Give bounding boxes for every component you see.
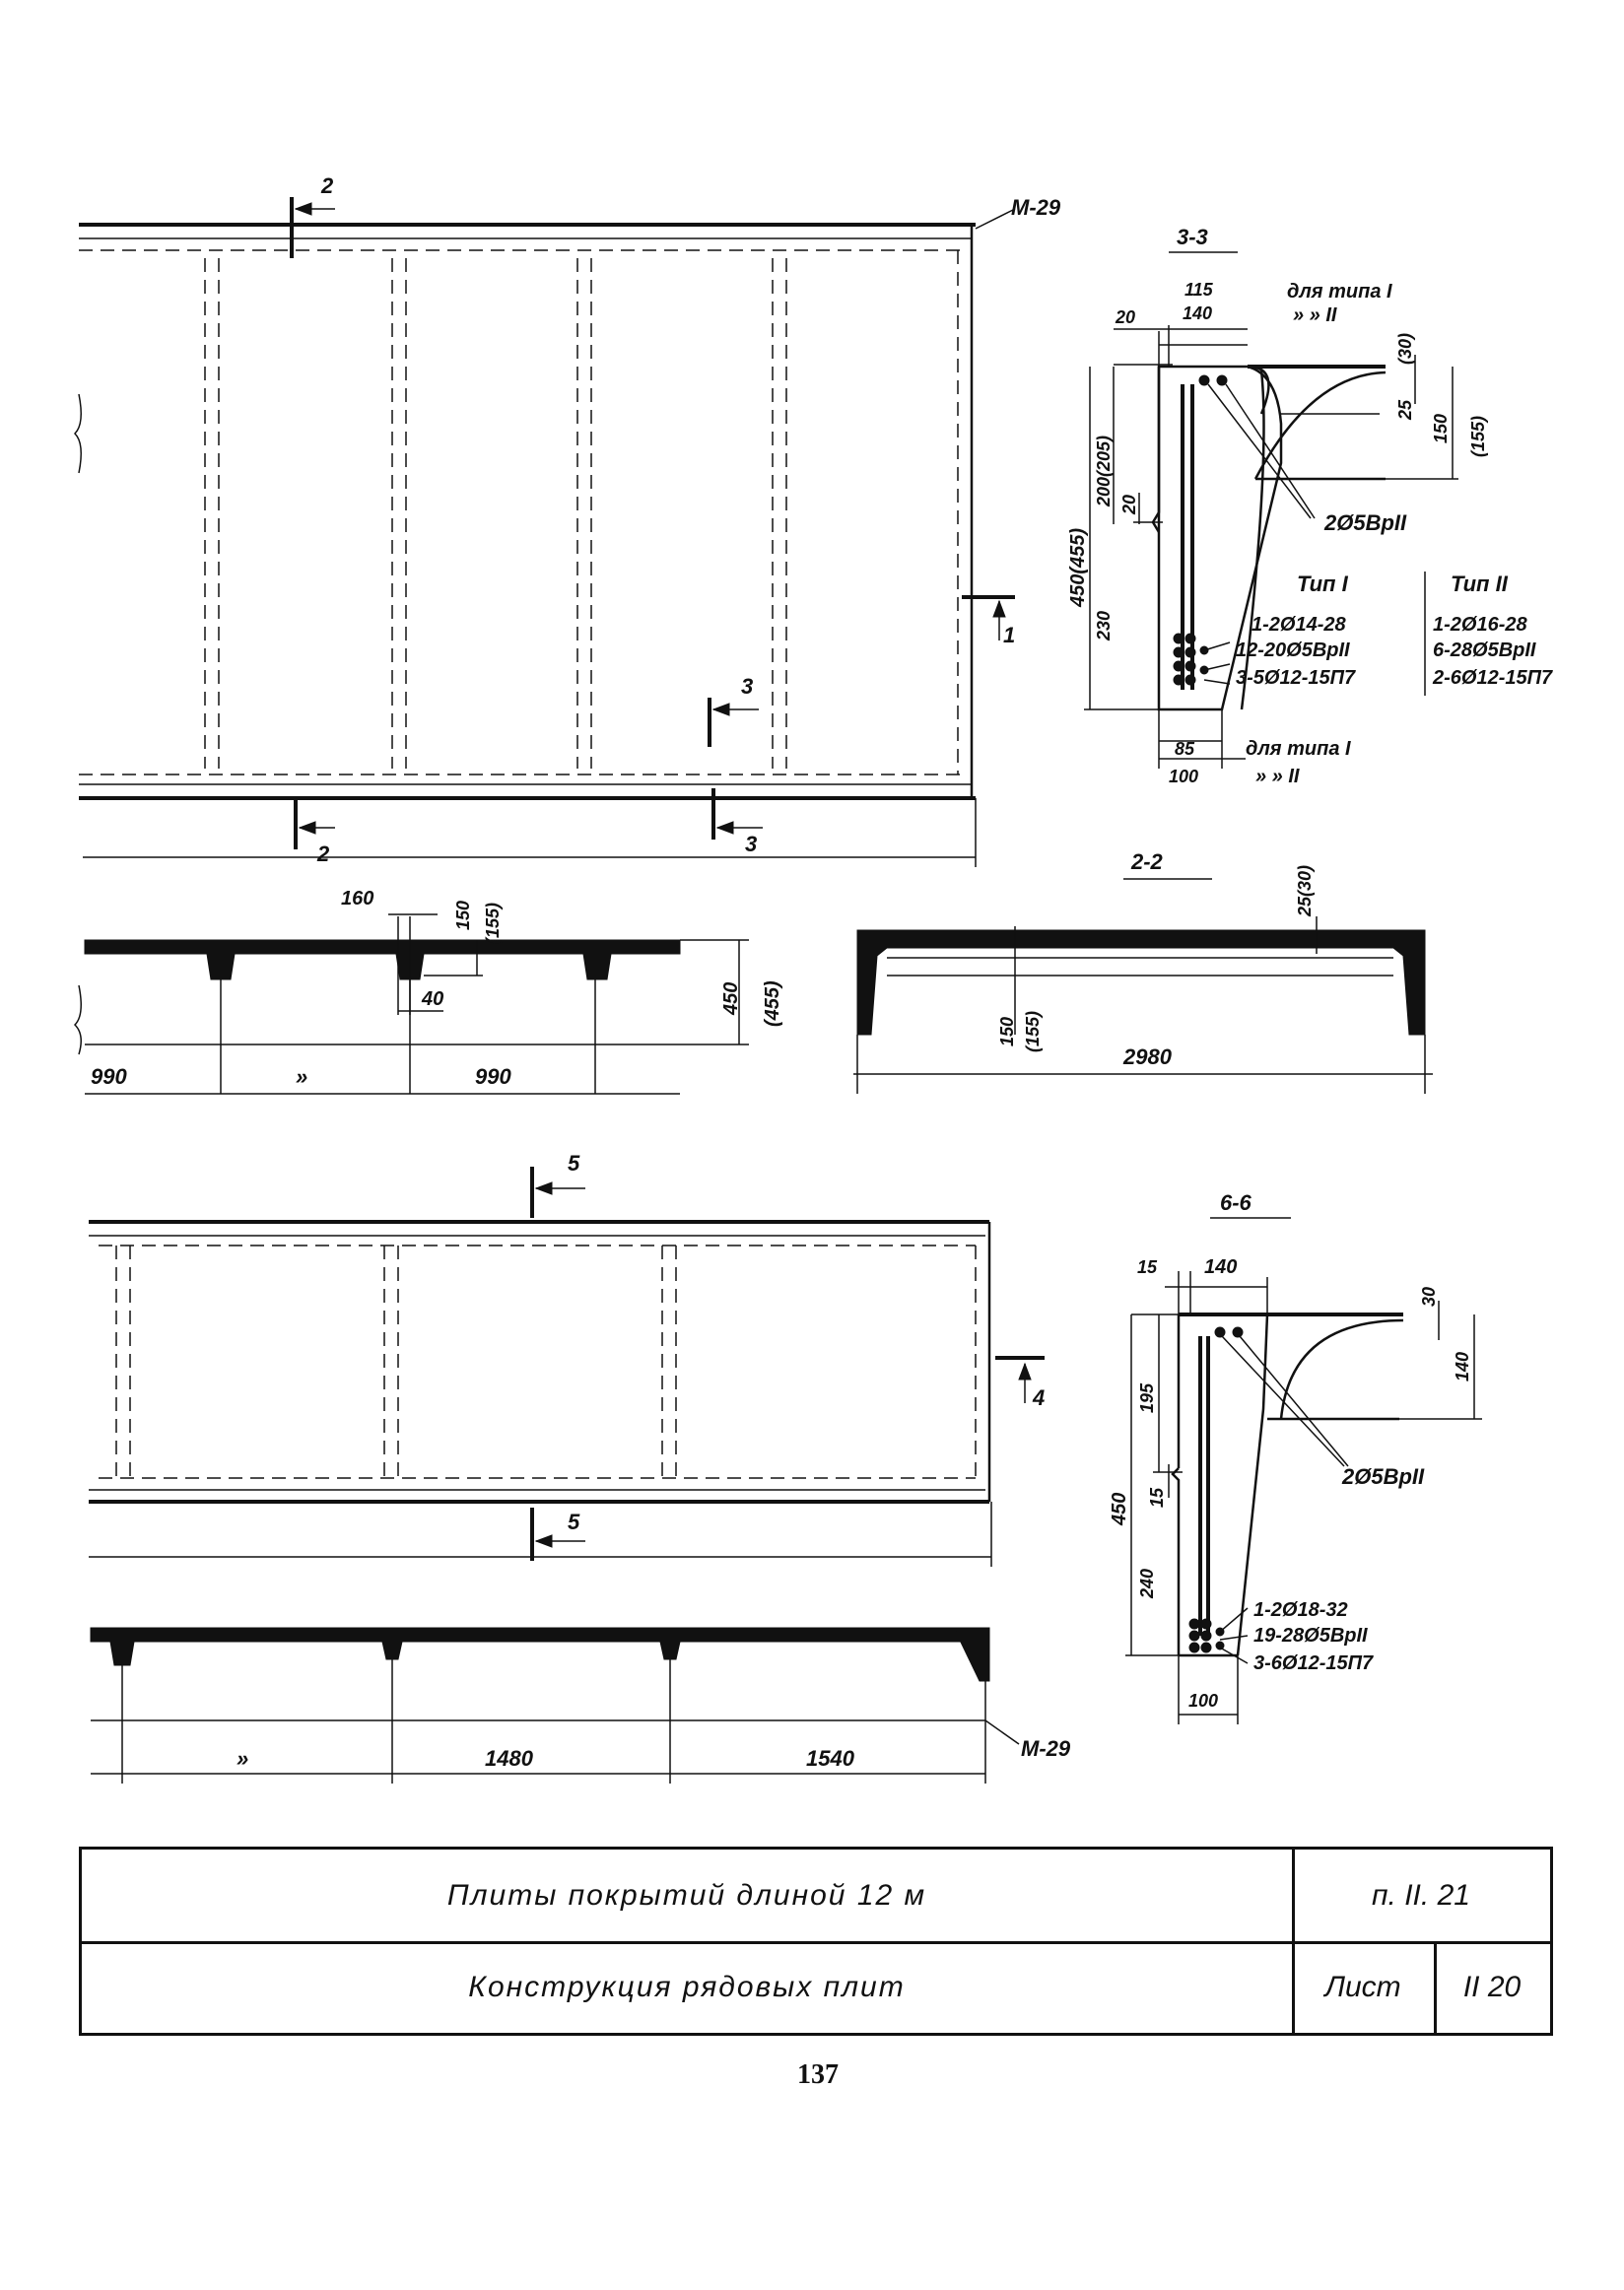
section-6-6-title: 6-6	[1220, 1190, 1252, 1215]
section-1-label: 1	[1003, 623, 1015, 647]
section-3-3: 3-3	[1067, 225, 1553, 787]
lst-dim-455: (455)	[762, 980, 783, 1027]
s33-type1-line3: 3-5Ø12-15П7	[1236, 667, 1356, 689]
s66-dim-30: 30	[1419, 1287, 1439, 1307]
lsb-span-3: 1540	[806, 1746, 855, 1771]
s33-dim-20-side: 20	[1119, 495, 1139, 515]
s66-dim-240: 240	[1137, 1569, 1157, 1599]
s33-dim-450: 450(455)	[1067, 528, 1089, 608]
s33-dim-230: 230	[1094, 611, 1114, 641]
s33-dim-155: (155)	[1468, 416, 1488, 457]
node-label-m29-top: М-29	[1011, 195, 1061, 220]
title-block-row-2: Конструкция рядовых плит Лист II 20	[82, 1941, 1550, 2033]
s66-dim-15-side: 15	[1147, 1487, 1167, 1508]
lst-dim-150: 150	[453, 901, 473, 930]
lst-dim-450: 450	[720, 982, 742, 1016]
plan-view-top: 2 2 3 3 1 М-29	[73, 173, 1061, 867]
lst-span-2: »	[296, 1064, 307, 1089]
s66-rebar-line3: 3-6Ø12-15П7	[1253, 1652, 1374, 1674]
plan-view-bottom: 5 5 4	[89, 1151, 1045, 1567]
s33-note-top-2: » » II	[1293, 304, 1337, 326]
s33-type2-line3: 2-6Ø12-15П7	[1432, 667, 1553, 689]
s66-dim-195: 195	[1137, 1382, 1157, 1413]
s33-type1-line1: 1-2Ø14-28	[1252, 614, 1346, 636]
node-label-m29-bottom: М-29	[1021, 1736, 1071, 1761]
title-block-row-1: Плиты покрытий длиной 12 м п. II. 21	[82, 1850, 1550, 1944]
drawing-subtitle: Конструкция рядовых плит	[82, 1941, 1295, 2033]
s66-rebar-line2: 19-28Ø5ВрII	[1253, 1625, 1368, 1647]
s33-dim-100: 100	[1169, 767, 1198, 786]
title-block: Плиты покрытий длиной 12 м п. II. 21 Кон…	[79, 1847, 1553, 2036]
lsb-span-2: 1480	[485, 1746, 534, 1771]
s33-dim-20-top: 20	[1115, 307, 1135, 327]
s33-type1-line2: 12-20Ø5ВрII	[1236, 640, 1350, 661]
s33-rebar-top: 2Ø5ВрII	[1323, 510, 1407, 535]
s33-type2-header: Тип II	[1451, 572, 1509, 596]
long-section-top: 160 150 (155) 40 450 (455) 990 » 990	[73, 888, 783, 1095]
s33-type1-header: Тип I	[1297, 572, 1349, 596]
lst-dim-40: 40	[421, 988, 443, 1010]
lst-dim-155: (155)	[483, 903, 503, 944]
s66-dim-140-top: 140	[1204, 1256, 1237, 1278]
s33-dim-115: 115	[1184, 280, 1214, 300]
s33-dim-200: 200(205)	[1094, 436, 1114, 507]
s33-dim-140: 140	[1183, 303, 1212, 323]
s22-dim-25: 25(30)	[1295, 865, 1315, 917]
sheet-number: II 20	[1462, 1970, 1522, 2003]
section-5-top-label: 5	[568, 1151, 580, 1176]
s33-dim-150: 150	[1431, 414, 1451, 443]
section-2-2: 2-2 25(30) 150 (155) 2980	[853, 849, 1433, 1094]
page-number: 137	[797, 2059, 839, 2090]
long-section-bottom: » 1480 1540 М-29	[90, 1627, 1071, 1784]
s33-dim-25: 25	[1395, 399, 1415, 421]
section-2-top-label: 2	[320, 173, 334, 198]
s66-dim-15-top: 15	[1137, 1257, 1158, 1277]
section-2-bottom-label: 2	[316, 842, 330, 866]
lsb-span-1: »	[237, 1746, 248, 1771]
lst-span-1: 990	[91, 1064, 127, 1089]
section-6-6: 6-6	[1109, 1190, 1482, 1724]
s66-rebar-top: 2Ø5ВрII	[1341, 1464, 1425, 1489]
s66-rebar-line1: 1-2Ø18-32	[1253, 1599, 1348, 1621]
section-3-bottom-label: 3	[745, 832, 757, 856]
s66-dim-450: 450	[1109, 1493, 1130, 1526]
drawing-title: Плиты покрытий длиной 12 м	[82, 1850, 1295, 1941]
s33-type2-line2: 6-28Ø5ВрII	[1433, 640, 1536, 661]
section-4-label: 4	[1032, 1385, 1045, 1410]
s33-note-top-1: для типа I	[1287, 281, 1392, 303]
s22-dim-150: 150	[997, 1017, 1017, 1046]
s22-dim-155: (155)	[1023, 1011, 1043, 1052]
drawing-code: п. II. 21	[1372, 1878, 1470, 1912]
sheet-label: Лист	[1292, 1941, 1437, 2033]
s33-note-bottom-2: » » II	[1255, 766, 1300, 787]
s66-dim-100: 100	[1188, 1691, 1218, 1711]
s22-width: 2980	[1122, 1044, 1173, 1069]
s33-dim-85: 85	[1175, 739, 1195, 759]
s33-dim-30: (30)	[1395, 333, 1415, 365]
section-3-3-title: 3-3	[1177, 225, 1208, 249]
section-5-bottom-label: 5	[568, 1510, 580, 1534]
s33-note-bottom-1: для типа I	[1246, 738, 1351, 760]
section-3-top-label: 3	[741, 674, 753, 699]
lst-dim-160: 160	[341, 888, 373, 909]
section-2-2-title: 2-2	[1130, 849, 1164, 874]
lst-span-3: 990	[475, 1064, 511, 1089]
s66-dim-140-right: 140	[1453, 1352, 1472, 1381]
s33-type2-line1: 1-2Ø16-28	[1433, 614, 1527, 636]
